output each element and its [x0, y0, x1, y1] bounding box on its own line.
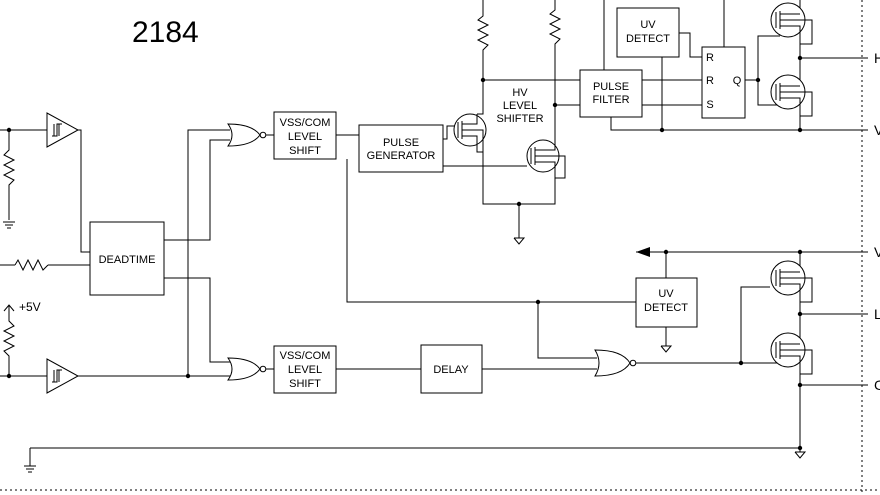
hv-resistor-left: [476, 0, 490, 80]
vss-com-lower-line1: VSS/COM: [280, 350, 331, 362]
hv-shifter-line2: LEVEL: [503, 100, 537, 112]
deadtime-block: [89, 221, 165, 296]
edge-label-vs: V: [874, 122, 880, 138]
schmitt-symbol: [52, 123, 62, 137]
pulse-filter-line2: FILTER: [592, 94, 629, 106]
uv-detect-upper-block: [616, 7, 680, 58]
vss-com-upper-line3: SHIFT: [289, 145, 321, 157]
nor-gate-upper: [227, 123, 261, 147]
pulse-generator-line1: PULSE: [383, 137, 419, 149]
delay-block: [420, 344, 483, 394]
schmitt-buffer-lower: [46, 358, 80, 394]
vss-com-upper-line1: VSS/COM: [280, 117, 331, 129]
wire: [164, 139, 230, 241]
deadtime-label: DEADTIME: [99, 254, 156, 266]
delay-label: DELAY: [433, 364, 469, 376]
pulse-generator-block: [358, 124, 444, 173]
nor-gate-output: [594, 349, 631, 377]
latch-r1: R: [706, 52, 714, 64]
uv-detect-lower-line1: UV: [658, 288, 674, 300]
rail-arrow: [636, 247, 650, 257]
wire: [187, 129, 230, 376]
hv-shifter-line3: SHIFTER: [496, 113, 543, 125]
pullup-resistor: [2, 305, 16, 376]
vss-com-lower-line3: SHIFT: [289, 378, 321, 390]
schmitt-buffer-upper: [46, 112, 80, 148]
edge-label-ho: H: [874, 50, 880, 66]
chip-title: 2184: [132, 16, 199, 49]
deadtime-resistor: [14, 258, 49, 272]
supply-label: +5V: [19, 300, 41, 314]
vss-com-level-shift-lower: [273, 345, 337, 394]
uv-detect-upper-line1: UV: [640, 19, 656, 31]
wire: [164, 277, 230, 363]
pulse-generator-line2: GENERATOR: [367, 150, 436, 162]
pulse-filter-line1: PULSE: [593, 81, 629, 93]
uv-detect-lower-line2: DETECT: [644, 302, 688, 314]
vss-com-lower-line2: LEVEL: [288, 364, 322, 376]
pulldown-resistor: [2, 130, 16, 220]
edge-label-lo: L: [874, 306, 880, 322]
hv-shifter-line1: HV: [512, 87, 528, 99]
nor-gate-lower: [227, 357, 261, 381]
edge-label-vcc: V: [874, 244, 880, 260]
vss-com-level-shift-upper: [273, 111, 337, 160]
latch-r2: R: [706, 75, 714, 87]
vs-rail: [610, 117, 862, 131]
rs-latch-block: [701, 46, 746, 119]
wire: [78, 129, 90, 253]
edge-label-com: C: [874, 377, 880, 393]
latch-s: S: [706, 99, 713, 111]
latch-q: Q: [733, 75, 742, 87]
hv-resistor-right: [548, 0, 562, 105]
wire: [346, 159, 636, 303]
vss-com-upper-line2: LEVEL: [288, 131, 322, 143]
uv-detect-lower-block: [635, 277, 698, 328]
uv-detect-upper-line2: DETECT: [626, 33, 670, 45]
wire: [443, 125, 458, 140]
